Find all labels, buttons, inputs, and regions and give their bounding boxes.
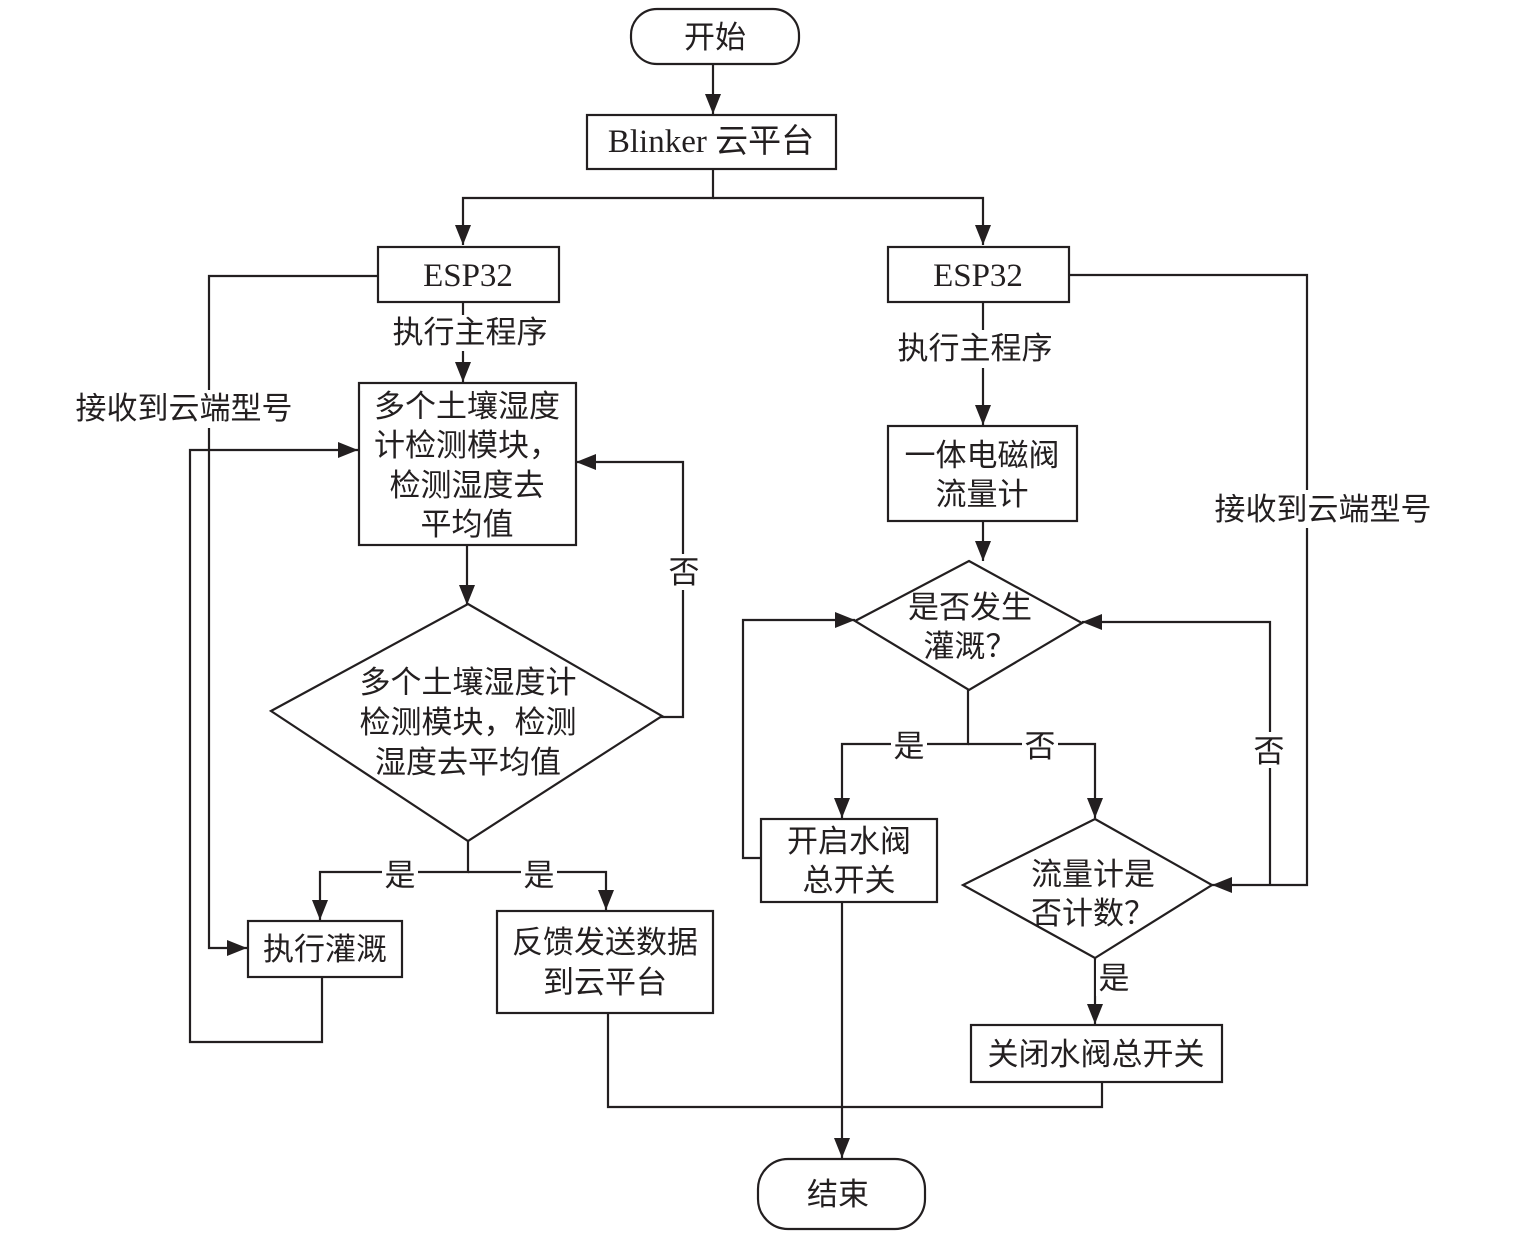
edge-label-no-left: 否 (669, 555, 700, 591)
node-blinker (585, 113, 838, 171)
edge-counting-no-loop (1082, 614, 1272, 885)
decision-irrigating-line-1: 是否发生 (908, 590, 1032, 626)
measure-left-line-3: 检测湿度去 (390, 468, 545, 504)
edge-blinker-to-esp32-left (455, 168, 715, 245)
node-decision-counting (960, 817, 1215, 960)
edge-label-receive-left: 接收到云端型号 (76, 391, 293, 427)
edge-irrigate-loop-back (188, 442, 358, 1044)
node-irrigate (246, 919, 404, 979)
measure-left-line-2: 计检测模块， (374, 428, 560, 464)
edge-label-no-counting: 否 (1254, 734, 1285, 770)
blinker-label: Blinker 云平台 (608, 123, 814, 160)
edge-esp32-left-receive-to-irrigate (207, 274, 377, 956)
decision-irrigating-line-2: 灌溉？ (924, 629, 1017, 665)
edge-label-run-main-left: 执行主程序 (393, 315, 548, 351)
edge-esp32-right-receive-to-counting (1068, 273, 1309, 893)
edge-label-receive-right: 接收到云端型号 (1215, 492, 1432, 528)
decision-left-line-1: 多个土壤湿度计 (360, 665, 577, 701)
edge-label-yes-left-a: 是 (385, 858, 416, 894)
measure-left-line-4: 平均值 (421, 507, 514, 543)
edge-label-yes-irrigating: 是 (894, 729, 925, 765)
decision-counting-line-2: 否计数？ (1031, 896, 1155, 932)
end-label: 结束 (807, 1177, 869, 1213)
open-valve-line-2: 总开关 (803, 863, 896, 899)
node-esp32-left (376, 245, 561, 304)
node-start (629, 7, 801, 66)
node-esp32-right (886, 245, 1071, 304)
node-end (756, 1157, 927, 1231)
decision-left-line-3: 湿度去平均值 (375, 745, 561, 781)
irrigate-label: 执行灌溉 (263, 932, 387, 968)
edge-feedback-to-end (606, 1012, 1104, 1109)
node-decision-left (268, 602, 665, 843)
edge-open-valve-loop-back (741, 612, 855, 860)
feedback-line-1: 反馈发送数据 (512, 925, 698, 961)
edge-label-yes-left-b: 是 (524, 858, 555, 894)
open-valve-line-1: 开启水阀 (787, 824, 911, 860)
edge-blinker-to-esp32-right (713, 196, 991, 245)
flowmeter-line-2: 流量计 (936, 477, 1029, 513)
node-open-valve (759, 817, 939, 904)
edge-decision-left-yes-to-feedback (468, 870, 614, 910)
edge-label-yes-counting: 是 (1099, 961, 1130, 997)
start-label: 开始 (684, 20, 746, 56)
node-close-valve (969, 1023, 1224, 1084)
node-decision-irrigating (852, 559, 1085, 692)
measure-left-line-1: 多个土壤湿度 (374, 389, 560, 425)
node-flowmeter (886, 424, 1079, 523)
flowmeter-line-1: 一体电磁阀 (905, 438, 1060, 474)
edge-label-run-main-right: 执行主程序 (898, 331, 1053, 367)
node-measure-left (357, 381, 578, 547)
feedback-line-2: 到云平台 (543, 965, 667, 1001)
decision-left-line-2: 检测模块，检测 (360, 705, 577, 741)
close-valve-label: 关闭水阀总开关 (988, 1037, 1205, 1073)
esp32-left-label: ESP32 (423, 258, 513, 294)
edge-label-no-irrigating: 否 (1025, 729, 1056, 765)
decision-counting-line-1: 流量计是 (1031, 857, 1155, 893)
node-feedback (495, 909, 715, 1015)
esp32-right-label: ESP32 (933, 258, 1023, 294)
edge-decision-irrigating-no (968, 742, 1103, 818)
